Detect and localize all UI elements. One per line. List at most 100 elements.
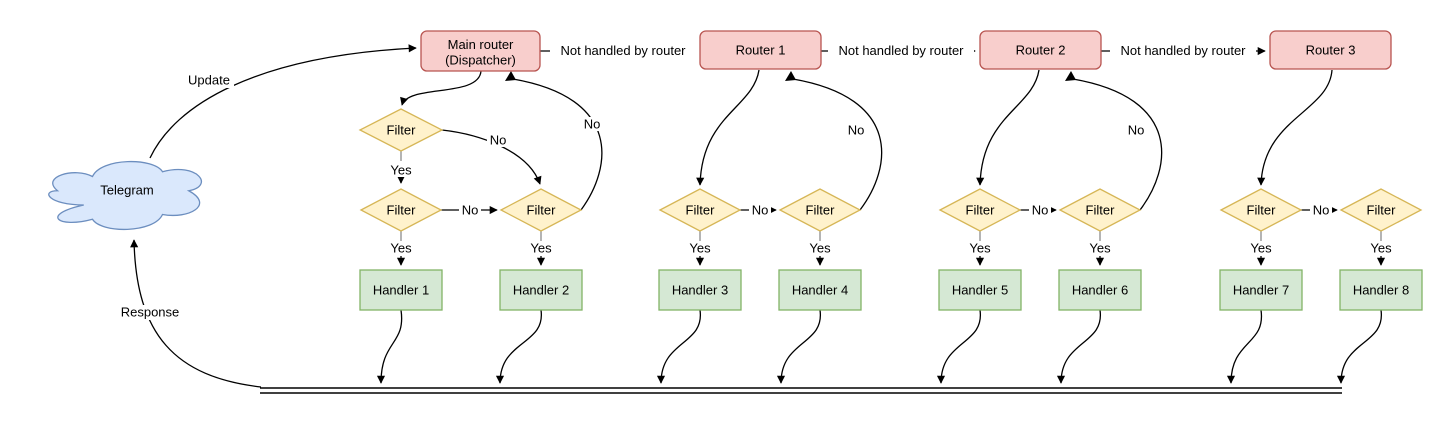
node-filter-main-left: Filter [359, 188, 443, 232]
edge-label-text: Response [121, 305, 180, 320]
node-filter-main-top: Filter [358, 108, 444, 152]
node-label: Handler 2 [513, 283, 569, 298]
handler-box [1339, 269, 1423, 311]
node-label: Filter [686, 203, 716, 218]
edge-label-response: Response [117, 305, 183, 320]
label-background [1029, 203, 1051, 217]
edge-label-text: No [1128, 123, 1145, 138]
label-background [487, 133, 509, 147]
node-label: Filter [387, 123, 417, 138]
arrowhead-no-return-router2 [1065, 71, 1076, 81]
edge-handler4-to-bus [776, 309, 821, 384]
label-background [388, 163, 414, 177]
node-filter-router3-left: Filter [1219, 188, 1303, 232]
edge-update [149, 44, 417, 159]
edge-router3-to-filter [1257, 69, 1333, 186]
edge-label-yes-router2-left: Yes [967, 241, 993, 256]
edge-label-yes-router3-left: Yes [1248, 241, 1274, 256]
filter-diamond [658, 188, 742, 232]
edge-no-return-main [512, 78, 603, 211]
label-background [807, 241, 833, 255]
node-label: Router 2 [1016, 43, 1066, 58]
label-background [749, 203, 771, 217]
edge-label-yes-router1-right: Yes [807, 241, 833, 256]
edge-label-text: Yes [809, 241, 831, 256]
edge-no-return-router1 [792, 78, 883, 211]
edge-response [130, 239, 262, 388]
handler-box [778, 269, 862, 311]
edge-label-no-router1-horizontal: No [749, 203, 771, 218]
node-label: Handler 1 [373, 283, 429, 298]
edge-handler7-to-bus [1226, 309, 1263, 384]
filter-diamond [778, 188, 862, 232]
node-handler-2: Handler 2 [499, 269, 583, 311]
edge-label-yes-router3-right: Yes [1368, 241, 1394, 256]
label-background [687, 241, 713, 255]
label-background [1368, 241, 1394, 255]
edge-handler8-to-bus [1336, 309, 1382, 384]
edge-label-text: Yes [390, 163, 412, 178]
node-filter-router1-left: Filter [658, 188, 742, 232]
edge-label-text: Yes [530, 241, 552, 256]
node-handler-6: Handler 6 [1058, 269, 1142, 311]
edge-label-text: Yes [390, 241, 412, 256]
edge-label-text: No [584, 117, 601, 132]
edge-router2-to-filter [976, 69, 1040, 186]
node-label: Filter [1247, 203, 1277, 218]
edge-label-text: Not handled by router [560, 43, 686, 58]
node-router-3: Router 3 [1269, 30, 1392, 70]
node-filter-router2-left: Filter [938, 188, 1022, 232]
handler-box [359, 269, 443, 311]
edge-no-return-router2 [1072, 78, 1163, 211]
edge-label-text: Not handled by router [838, 43, 964, 58]
edge-label-no-router3-horizontal: No [1310, 203, 1332, 218]
handler-box [938, 269, 1022, 311]
edge-handler3-to-bus [656, 309, 701, 384]
label-background [528, 241, 554, 255]
edge-handler1-to-bus [376, 309, 403, 384]
label-background [117, 305, 183, 320]
node-router-2: Router 2 [979, 30, 1102, 70]
edge-label-no-router2-return: No [1125, 123, 1147, 138]
handler-box [1219, 269, 1303, 311]
handler-box [1058, 269, 1142, 311]
node-main-router: Main router (Dispatcher) [420, 30, 541, 72]
filter-diamond [1219, 188, 1303, 232]
label-background [550, 43, 696, 58]
node-telegram-cloud: Telegram [48, 161, 202, 230]
edge-label-no-main-horizontal: No [459, 203, 481, 218]
handler-box [499, 269, 583, 311]
label-background [388, 241, 414, 255]
node-label: Handler 3 [672, 283, 728, 298]
edge-label-no-main-return: No [581, 117, 603, 132]
edge-label-yes-main-top: Yes [388, 163, 414, 178]
node-label: Handler 6 [1072, 283, 1128, 298]
node-label: Filter [1367, 203, 1397, 218]
edge-label-yes-main-left: Yes [388, 241, 414, 256]
edge-label-not-handled-3: Not handled by router [1110, 43, 1256, 58]
edge-label-yes-router2-right: Yes [1087, 241, 1113, 256]
edge-label-text: Not handled by router [1120, 43, 1246, 58]
edge-label-no-router1-return: No [845, 123, 867, 138]
label-background [1110, 43, 1256, 58]
arrowhead-no-return-main [505, 71, 516, 81]
filter-diamond [938, 188, 1022, 232]
node-handler-4: Handler 4 [778, 269, 862, 311]
node-label: Handler 5 [952, 283, 1008, 298]
label-background [184, 73, 234, 88]
edge-handler5-to-bus [936, 309, 981, 384]
router-box [699, 30, 822, 70]
edge-label-not-handled-2: Not handled by router [828, 43, 974, 58]
node-label: Filter [806, 203, 836, 218]
node-label: Filter [1086, 203, 1116, 218]
label-background [581, 117, 603, 131]
edge-label-text: No [848, 123, 865, 138]
node-label: Handler 8 [1353, 283, 1409, 298]
filter-diamond [359, 188, 443, 232]
node-label: Handler 4 [792, 283, 848, 298]
node-handler-3: Handler 3 [658, 269, 742, 311]
edge-main-router-to-filter [400, 70, 482, 106]
edge-label-text: Yes [1089, 241, 1111, 256]
